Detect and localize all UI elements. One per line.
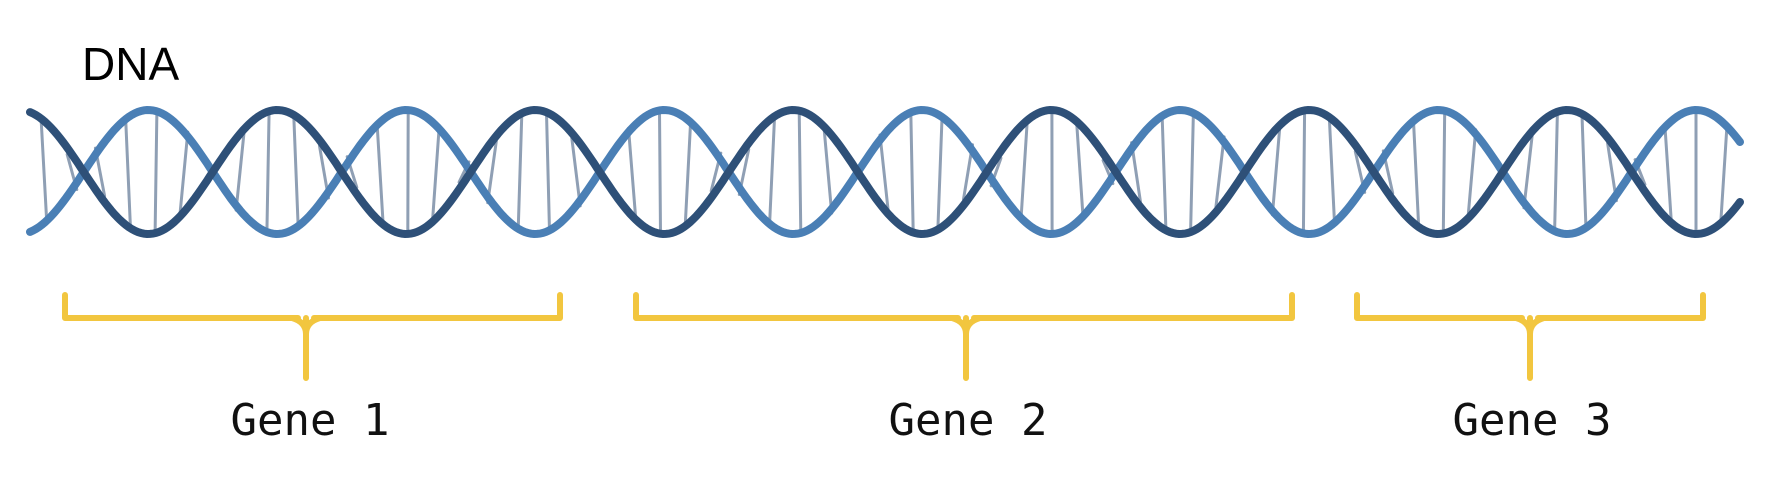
base-pair-rung [545, 111, 551, 233]
base-pair-rung [570, 136, 582, 208]
diagram-title: DNA [82, 38, 179, 90]
base-pair-rung [1189, 111, 1195, 233]
gene-1-region: Gene 1 [62, 292, 563, 446]
base-pair-rung [265, 110, 271, 234]
base-pair-rung [658, 108, 662, 236]
gene-2-bracket [633, 292, 1295, 381]
gene-2-bracket-point [949, 315, 983, 337]
base-pair-rung [1301, 109, 1307, 235]
dna-strand-light [26, 105, 1744, 239]
base-pair-rung [1327, 117, 1337, 227]
base-pair-rung [1580, 113, 1588, 231]
base-pair-rung [1214, 135, 1226, 209]
base-pair-rung [797, 109, 803, 235]
base-pair-rung [1270, 127, 1282, 217]
base-pair-rung [768, 116, 776, 228]
base-pair-rung [1719, 122, 1729, 222]
base-pair-rung [39, 119, 49, 225]
gene-1-bracket [62, 292, 563, 381]
dna-strand-dark [26, 105, 1744, 239]
base-pair-rung [1522, 134, 1534, 210]
base-pair-rung [1466, 128, 1478, 216]
base-pair-rung [1019, 121, 1029, 223]
base-pair-rung [178, 130, 190, 214]
base-pair-rung [1160, 113, 1168, 231]
gene-3-bracket-point [1513, 315, 1547, 337]
base-pair-rung [1441, 109, 1447, 235]
base-pair-rung [375, 120, 385, 224]
base-pair-rung [516, 112, 524, 232]
base-pair-rung [1411, 117, 1421, 227]
gene-1-bracket-point [289, 315, 323, 337]
gene-2-region: Gene 2 [633, 292, 1295, 446]
base-pair-rung [234, 132, 246, 212]
base-pair-rung [1075, 123, 1085, 221]
gene-3-region: Gene 3 [1354, 292, 1706, 446]
base-pair-rung [822, 129, 834, 215]
base-pair-rungs [39, 108, 1729, 236]
gene-3-label: Gene 3 [1453, 395, 1612, 446]
gene-1-label: Gene 1 [231, 395, 390, 446]
base-pair-rung [627, 126, 637, 218]
base-pair-rung [878, 133, 890, 211]
gene-2-label: Gene 2 [889, 395, 1048, 446]
base-pair-rung [292, 114, 300, 230]
base-pair-rung [1663, 122, 1673, 222]
base-pair-rung [936, 114, 944, 230]
base-pair-rung [124, 115, 132, 229]
base-pair-rung [431, 124, 441, 220]
base-pair-rung [909, 110, 915, 234]
dna-double-helix [26, 105, 1744, 239]
base-pair-rung [1553, 110, 1559, 234]
base-pair-rung [153, 109, 159, 235]
base-pair-rung [683, 118, 693, 226]
